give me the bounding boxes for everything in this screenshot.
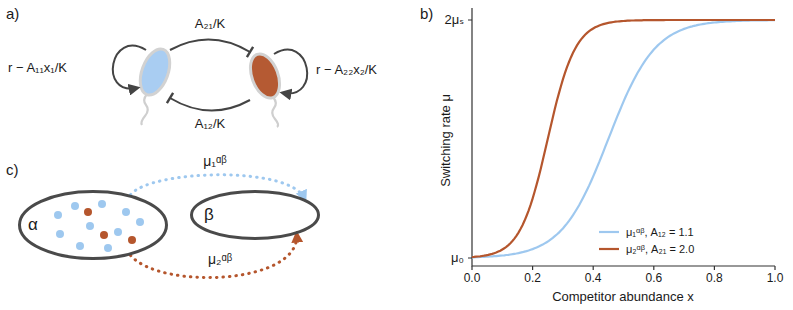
blue-dot bbox=[76, 242, 84, 250]
inhibition-arc bbox=[170, 98, 250, 111]
panel-letter: a) bbox=[6, 5, 19, 22]
legend-line bbox=[599, 248, 619, 250]
edge-label: μ₁ᵅᵝ bbox=[201, 153, 228, 169]
x-tick bbox=[714, 266, 715, 270]
cell-dots bbox=[54, 200, 144, 252]
tick-label: 0.8 bbox=[706, 272, 723, 286]
tick-label: μ₀ bbox=[451, 251, 464, 266]
blue-dot bbox=[71, 202, 79, 210]
legend-text: μ₂ᵅᵝ, A₂₁ = 2.0 bbox=[626, 243, 694, 255]
legend-text: μ₁ᵅᵝ, A₁₂ = 1.1 bbox=[626, 226, 694, 238]
population-label: α bbox=[28, 216, 38, 235]
legend-line-sample bbox=[598, 227, 620, 237]
x-tick bbox=[653, 266, 654, 270]
blue-dot bbox=[54, 211, 62, 219]
tick-label: 0.6 bbox=[645, 272, 662, 286]
axis-title: Switching rate μ bbox=[439, 94, 454, 187]
population-label: β bbox=[204, 206, 214, 225]
flagellum bbox=[272, 97, 278, 127]
flagellum bbox=[141, 94, 147, 125]
x-tick bbox=[593, 266, 594, 270]
brown-dot bbox=[84, 208, 92, 216]
edge-label: μ₂ᵅᵝ bbox=[206, 251, 234, 267]
panel-letter: b) bbox=[420, 5, 433, 22]
blue-dot bbox=[114, 228, 122, 236]
blue-cell bbox=[135, 45, 176, 99]
rate-label: r − A₂₂x₂/K bbox=[316, 63, 377, 78]
switching-arrow bbox=[131, 234, 297, 277]
inhibition-bar bbox=[247, 47, 253, 57]
axis-spine bbox=[472, 8, 775, 266]
blue-dot bbox=[122, 208, 130, 216]
legend-row: μ₁ᵅᵝ, A₁₂ = 1.1 bbox=[598, 226, 694, 238]
self-loop-arrow bbox=[113, 46, 146, 89]
ellipse-shape bbox=[192, 192, 319, 239]
brown-dot bbox=[128, 236, 136, 244]
legend-line-sample bbox=[598, 244, 620, 254]
self-loop-arrow bbox=[274, 50, 307, 94]
tick-label: 2μₛ bbox=[444, 13, 464, 28]
panel-letter: c) bbox=[6, 161, 19, 178]
blue-dot bbox=[86, 222, 94, 230]
x-tick bbox=[471, 266, 472, 270]
x-ticks bbox=[472, 266, 775, 270]
tick-label: 1.0 bbox=[767, 272, 784, 286]
population-ellipse: β bbox=[190, 190, 320, 240]
interaction-label: A₁₂/K bbox=[195, 117, 225, 132]
curve-mu1 bbox=[472, 20, 775, 257]
y-tick bbox=[468, 20, 472, 258]
legend-row: μ₂ᵅᵝ, A₂₁ = 2.0 bbox=[598, 243, 694, 255]
blue-dot bbox=[136, 218, 144, 226]
blue-dot bbox=[56, 230, 64, 238]
tick-label: 0.2 bbox=[524, 272, 541, 286]
inhibition-bar bbox=[167, 93, 173, 103]
x-tick bbox=[774, 266, 775, 270]
curve-mu2 bbox=[472, 20, 775, 257]
interaction-label: A₂₁/K bbox=[195, 17, 225, 32]
ellipse-shape bbox=[20, 192, 167, 259]
population-ellipse: α bbox=[18, 190, 168, 260]
axis-title: Competitor abundance x bbox=[552, 290, 694, 305]
tick-label: 0.4 bbox=[585, 272, 602, 286]
tick-label: 0.0 bbox=[464, 272, 481, 286]
brown-dot bbox=[100, 231, 108, 239]
blue-dot bbox=[104, 244, 112, 252]
x-tick bbox=[532, 266, 533, 270]
ellipse-outline bbox=[18, 190, 168, 260]
inhibition-arc bbox=[170, 39, 250, 52]
rate-label: r − A₁₁x₁/K bbox=[8, 61, 67, 76]
blue-dot bbox=[98, 200, 106, 208]
legend-line bbox=[599, 231, 619, 233]
brown-cell bbox=[245, 50, 285, 102]
